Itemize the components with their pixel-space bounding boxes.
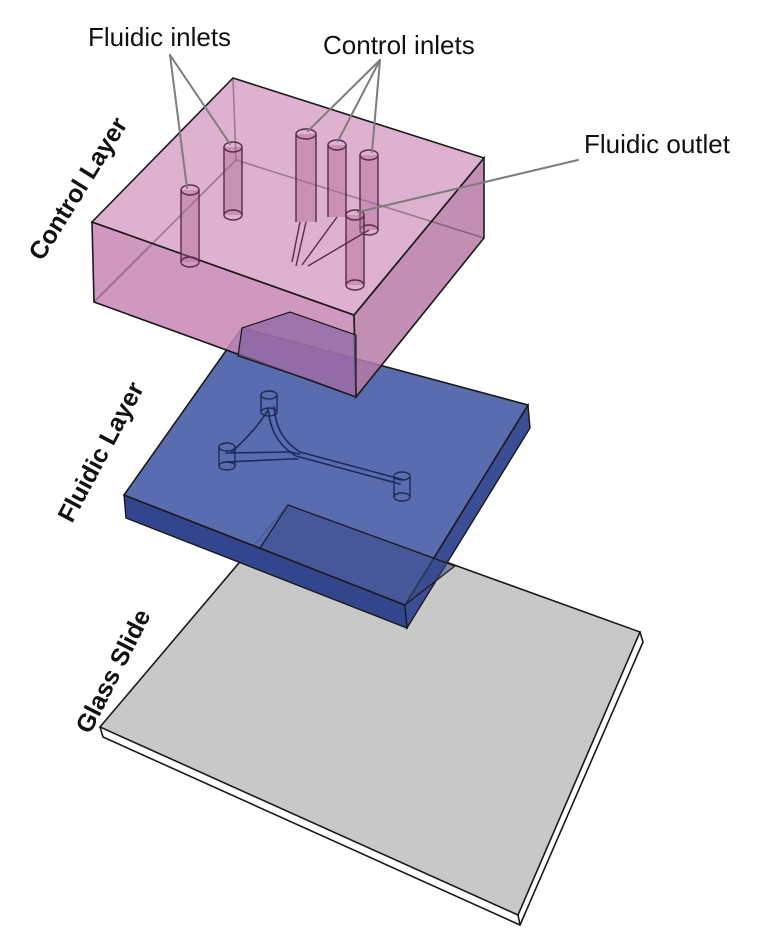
glass-slide [98, 504, 644, 926]
fluidic-channel-network [218, 390, 411, 502]
control-inlets-label: Control inlets [323, 30, 475, 60]
fluidic-outlet-tube [345, 209, 365, 291]
control-inlet-tube-2 [327, 139, 347, 217]
callout-leaders [169, 54, 579, 213]
fluidic-port-top [260, 390, 278, 417]
fluidic-inlets-label: Fluidic inlets [88, 22, 231, 52]
fluidic-outlet-label: Fluidic outlet [584, 129, 731, 159]
fluidic-port-right [393, 471, 411, 502]
control-inlet-tube-1 [295, 128, 317, 222]
fluidic-inlet-tube-right [223, 141, 243, 221]
fluidic-layer [122, 327, 531, 631]
control-layer-top-face [90, 77, 486, 316]
fluidic-layer-through-control-layer [237, 311, 357, 398]
fluidic-port-left [218, 442, 236, 471]
glass-slide-through-fluidic-layer [259, 504, 457, 606]
fluidic-inlet-tube-left [180, 184, 200, 268]
control-layer [90, 77, 486, 400]
control-channels [291, 216, 370, 267]
